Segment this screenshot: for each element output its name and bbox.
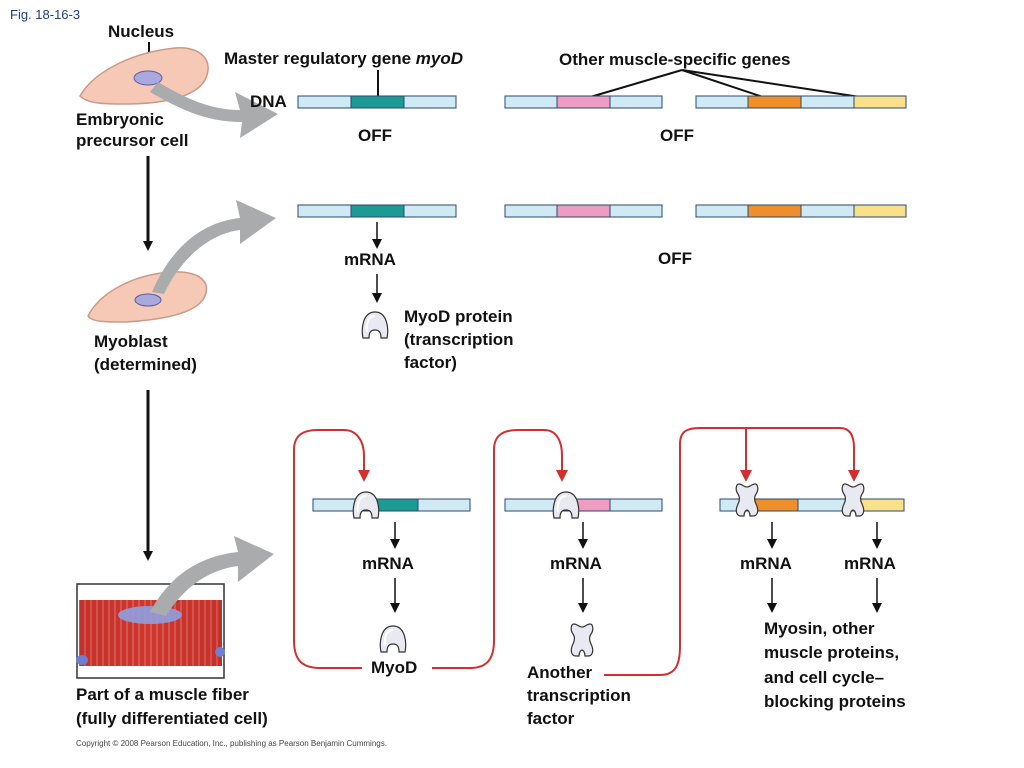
embryonic-precursor-cell (79, 47, 209, 105)
mrna-label-orange-row3: mRNA (740, 554, 792, 573)
myod-label-row3: MyoD (371, 658, 417, 677)
myoblast-label-line1: Myoblast (94, 332, 168, 351)
myoblast-cell (87, 271, 208, 323)
muscle-fiber (76, 583, 225, 679)
myod-protein-label-line2: (transcription (404, 330, 514, 349)
dna-label: DNA (250, 92, 287, 111)
nucleus-label: Nucleus (108, 22, 174, 41)
myoblast-label-line2: (determined) (94, 355, 197, 374)
mrna-label-myod-row3: mRNA (362, 554, 414, 573)
red-arrow-myod-autoregulation (293, 429, 370, 669)
another-tf-label-line2: transcription (527, 686, 631, 705)
figure-label: Fig. 18-16-3 (10, 7, 80, 22)
master-gene-label: Master regulatory gene myoD (224, 49, 463, 68)
myod-protein-row3 (379, 625, 407, 653)
bound-myod-on-tf-gene (552, 491, 580, 519)
embryonic-label-line2: precursor cell (76, 131, 188, 150)
dna-strand-row2 (297, 204, 907, 218)
myosin-label-line3: and cell cycle– (764, 668, 884, 687)
muscle-fiber-label-line2: (fully differentiated cell) (76, 709, 268, 728)
off-label-others-row2: OFF (658, 249, 692, 268)
other-genes-pointers (579, 69, 881, 101)
myod-protein-label-line3: factor) (404, 353, 457, 372)
other-genes-label: Other muscle-specific genes (559, 50, 790, 69)
embryonic-label-line1: Embryonic (76, 110, 164, 129)
gray-arrow-fiber-to-dna (150, 536, 274, 616)
mrna-label-row2: mRNA (344, 250, 396, 269)
myosin-label-line2: muscle proteins, (764, 643, 899, 662)
myod-protein-label-line1: MyoD protein (404, 307, 513, 326)
copyright-text: Copyright © 2008 Pearson Education, Inc.… (76, 739, 387, 748)
off-label-myod-row1: OFF (358, 126, 392, 145)
muscle-fiber-label-line1: Part of a muscle fiber (76, 685, 249, 704)
mrna-label-tf-row3: mRNA (550, 554, 602, 573)
myosin-label-line4: blocking proteins (764, 692, 906, 711)
off-label-others-row1: OFF (660, 126, 694, 145)
mrna-label-yellow-row3: mRNA (844, 554, 896, 573)
myosin-label-line1: Myosin, other (764, 619, 875, 638)
another-tf-protein (570, 623, 594, 657)
dna-strand-row1 (297, 95, 907, 109)
red-arrow-tf-to-muscle-genes (604, 427, 860, 676)
dna-strand-row3 (312, 498, 905, 512)
another-tf-label-line1: Another (527, 663, 593, 682)
red-arrow-myod-to-tf-gene (432, 429, 568, 669)
gray-arrow-cell-to-dna (150, 82, 278, 138)
another-tf-label-line3: factor (527, 709, 575, 728)
gray-arrow-myoblast-to-dna (152, 200, 276, 294)
bound-myod-on-myod-gene (352, 491, 380, 519)
myod-protein-icon (361, 311, 389, 339)
